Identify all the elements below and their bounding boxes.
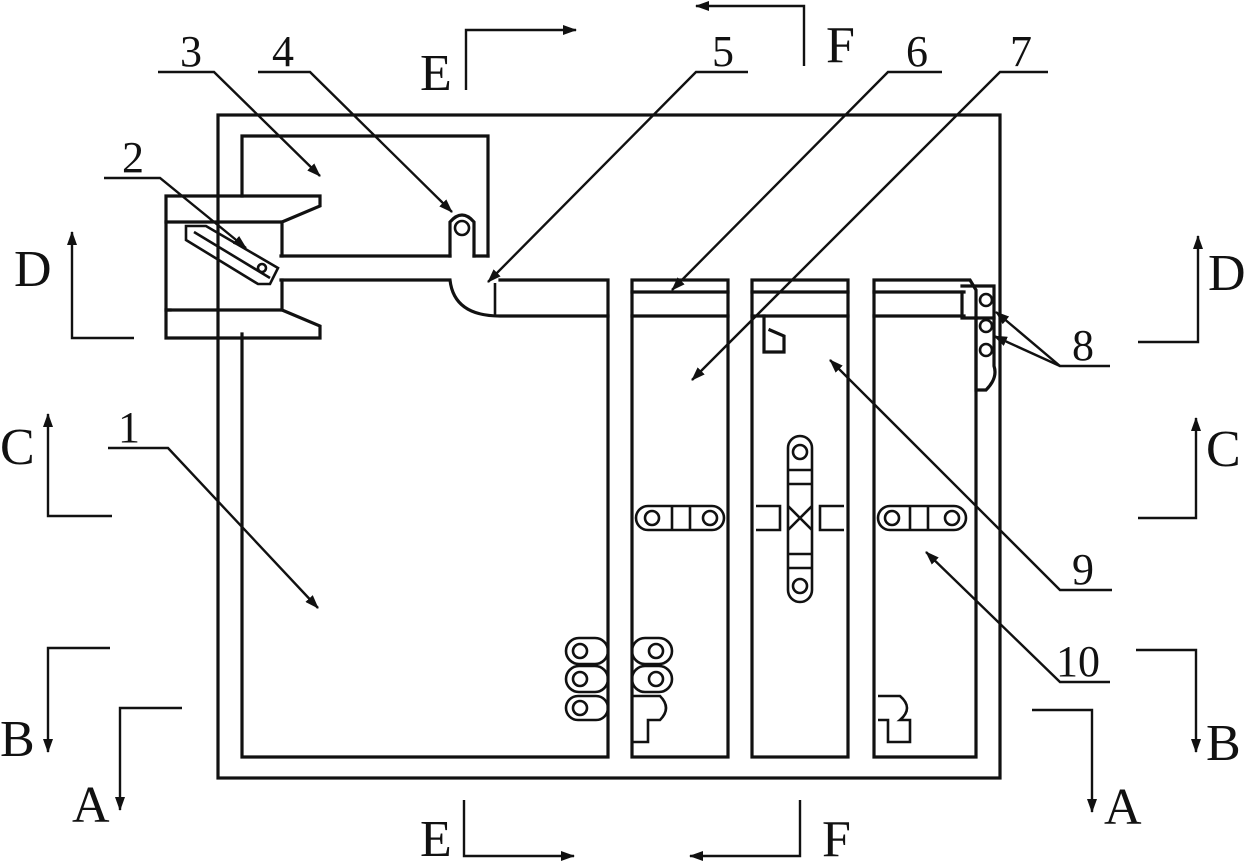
chamber-7 (630, 278, 730, 759)
section-B-left: B (0, 711, 35, 768)
label-10: 10 (1056, 637, 1100, 686)
section-C-right: C (1206, 421, 1241, 478)
label-4: 4 (272, 27, 294, 76)
section-F-top: F (826, 17, 855, 74)
section-B-right: B (1206, 715, 1241, 772)
inlet-box-3 (448, 213, 476, 258)
leader-lines (104, 70, 1112, 684)
label-2: 2 (122, 133, 144, 182)
transfer-pipe-left (634, 504, 726, 532)
section-F-bottom: F (822, 811, 851, 863)
section-D-left: D (14, 241, 52, 298)
chamber-10 (872, 278, 978, 759)
label-7: 7 (1010, 27, 1032, 76)
section-E-top: E (420, 45, 452, 102)
outlet-pipes-8 (960, 284, 997, 392)
section-C-left: C (0, 419, 35, 476)
section-D-right: D (1208, 245, 1246, 302)
section-markers (43, 0, 1203, 861)
label-5: 5 (712, 27, 734, 76)
chamber-9 (750, 278, 850, 759)
section-A-right: A (1104, 779, 1142, 836)
section-letters: E F E F D D C C B B A A (0, 17, 1246, 868)
label-1: 1 (118, 403, 140, 452)
section-A-left: A (72, 777, 110, 834)
section-E-bottom: E (420, 811, 452, 863)
label-8: 8 (1072, 321, 1094, 370)
transfer-cross-center (756, 434, 844, 604)
outer-tank (216, 113, 1002, 780)
part-labels: 1 2 3 4 5 6 7 8 9 10 (118, 27, 1100, 686)
inlet-connector-2 (164, 194, 322, 340)
transfer-pipe-right (876, 504, 968, 532)
bottom-connectors (564, 636, 674, 744)
bottom-outlet-10 (878, 694, 912, 744)
label-3: 3 (180, 27, 202, 76)
label-9: 9 (1072, 545, 1094, 594)
label-6: 6 (906, 27, 928, 76)
chamber-1 (240, 134, 610, 759)
